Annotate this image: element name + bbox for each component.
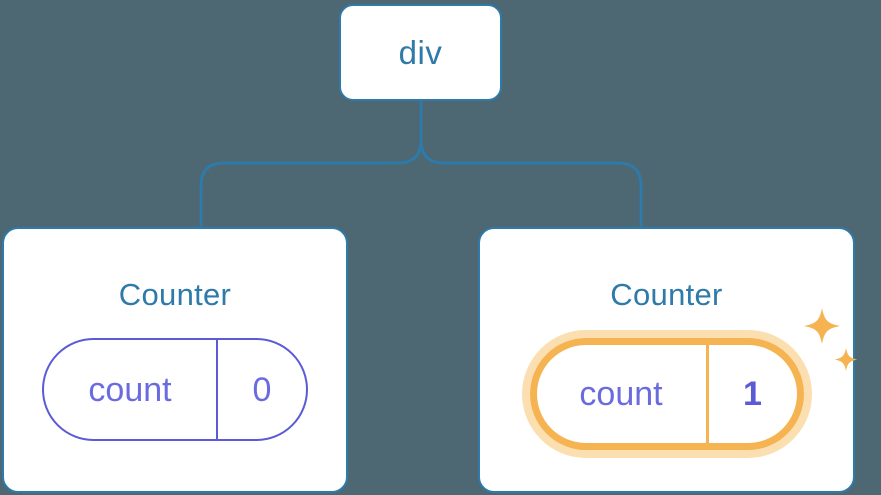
state-pill-highlighted[interactable]: count 1	[529, 338, 804, 450]
state-key: count	[537, 345, 709, 443]
component-card-counter-left[interactable]: Counter count 0	[2, 227, 348, 493]
state-key: count	[44, 340, 218, 439]
node-root-div[interactable]: div	[339, 4, 502, 101]
state-pill-wrapper: count 1	[529, 308, 857, 450]
component-title: Counter	[610, 277, 723, 312]
state-pill-wrapper: count 0	[42, 338, 308, 441]
state-value: 1	[743, 375, 762, 413]
component-title: Counter	[118, 277, 232, 312]
component-card-counter-right[interactable]: Counter count 1	[478, 227, 857, 493]
state-pill[interactable]: count 0	[42, 338, 308, 441]
node-root-label: div	[398, 34, 443, 71]
state-value: 0	[252, 370, 272, 409]
sparkle-icons	[803, 308, 857, 371]
sparkle-large-icon	[803, 308, 840, 344]
sparkle-small-icon	[834, 348, 857, 371]
